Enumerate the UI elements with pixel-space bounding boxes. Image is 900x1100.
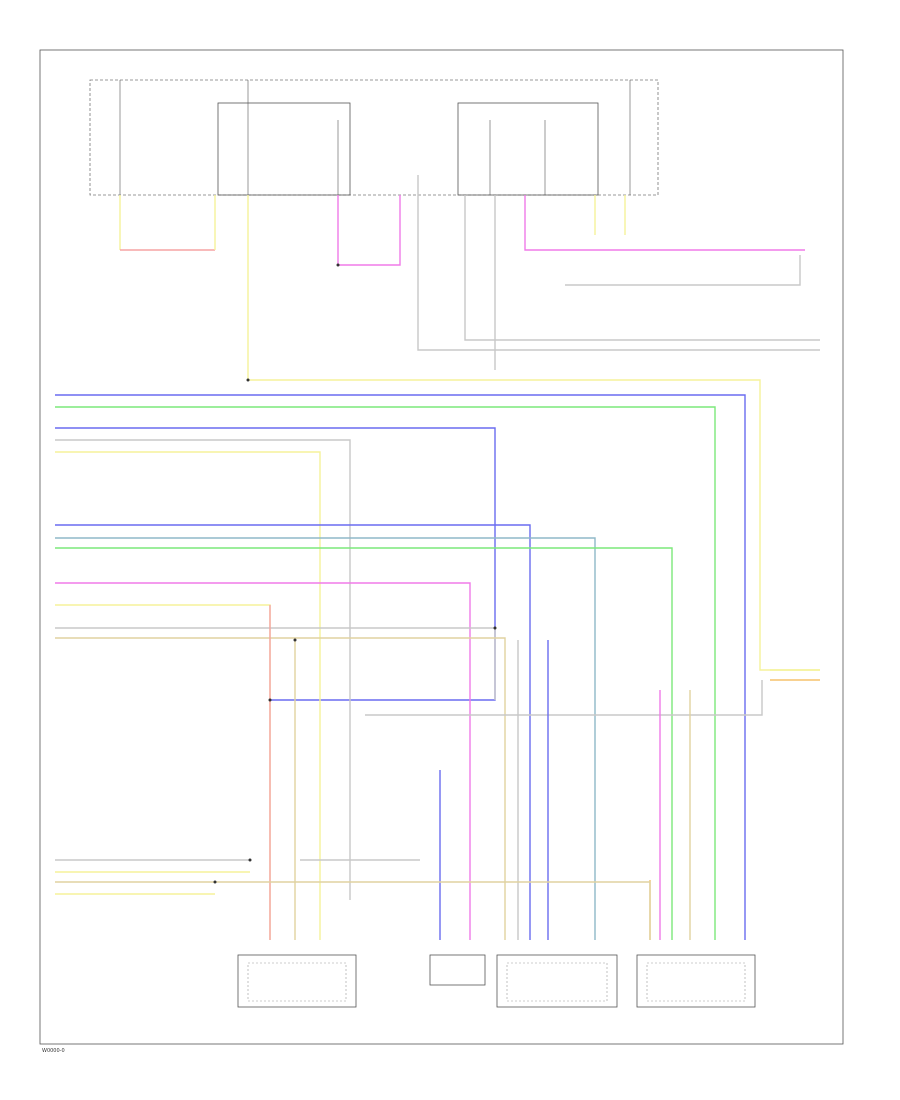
module-center <box>496 954 618 1008</box>
junction-dots <box>213 263 497 884</box>
module-drops <box>269 605 691 940</box>
fuse-relay-box <box>89 79 659 196</box>
relay-box-left <box>217 102 351 196</box>
diagram-code: W0000-0 <box>42 1048 65 1054</box>
module-left <box>237 954 357 1008</box>
lower-left-wires <box>55 859 651 940</box>
module-sensor <box>429 954 486 986</box>
relay-box-right <box>457 102 599 196</box>
diagram-frame <box>39 49 844 1045</box>
bus-wires <box>55 394 763 940</box>
module-right <box>636 954 756 1008</box>
